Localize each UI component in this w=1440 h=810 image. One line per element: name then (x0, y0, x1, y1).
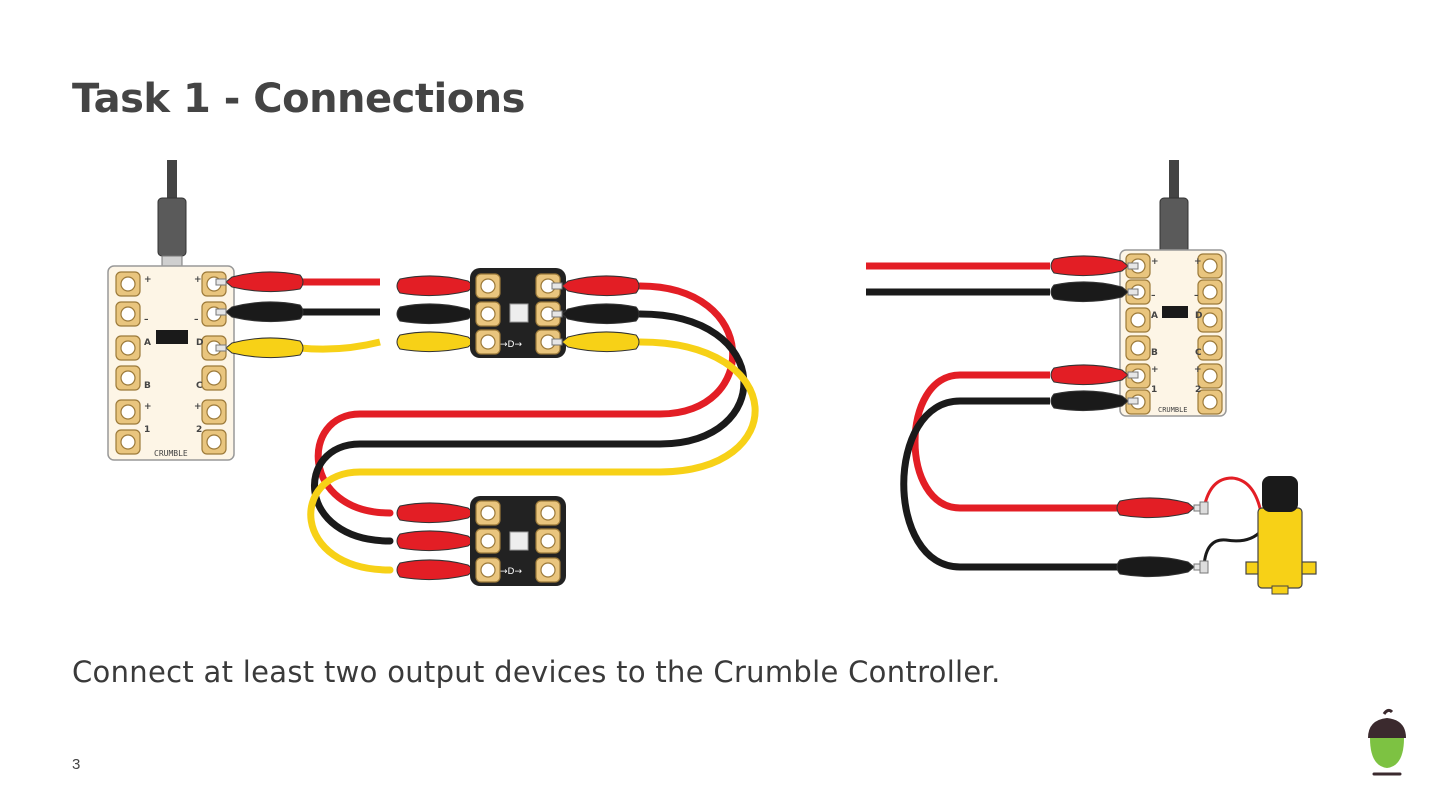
slide-title: Task 1 - Connections (72, 76, 525, 122)
pin-label: – (194, 315, 199, 325)
pin-label: 2 (1195, 385, 1201, 395)
pin-label: + (1194, 257, 1202, 267)
pin-label: B (144, 381, 151, 391)
pin-label: 1 (1151, 385, 1157, 395)
pin-label: + (1151, 365, 1159, 375)
sparkle-led-2: →D→ (470, 496, 566, 586)
pin-label: – (1151, 291, 1156, 301)
dc-motor (1245, 476, 1317, 595)
pin-label: + (194, 402, 202, 412)
board-name-label: CRUMBLE (154, 449, 188, 458)
pin-label: C (196, 381, 203, 391)
pin-label: A (1151, 311, 1158, 321)
pin-label: + (194, 275, 202, 285)
pin-label: C (1195, 348, 1202, 358)
pin-label: + (1151, 257, 1159, 267)
pin-label: – (1194, 291, 1199, 301)
slide-caption: Connect at least two output devices to t… (72, 655, 1001, 689)
crumble-controller-right: + – A B + 1 + – D C + 2 CRUMBLE (1119, 249, 1227, 417)
sparkle-data-label: →D→ (500, 340, 522, 350)
board-name-label: CRUMBLE (1158, 406, 1188, 414)
pin-label: 1 (144, 425, 150, 435)
wire-black-long (311, 310, 748, 545)
page-number: 3 (72, 756, 81, 773)
pin-label: 2 (196, 425, 202, 435)
connections-diagram: + – A B + 1 + – D C + 2 CRUMBLE →D→ (107, 159, 1317, 595)
wire-yellow-long (307, 338, 759, 574)
pin-label: D (1195, 311, 1202, 321)
pin-label: – (144, 315, 149, 325)
pin-label: + (144, 275, 152, 285)
sparkle-led-1: →D→ (470, 268, 566, 358)
pin-label: D (196, 338, 203, 348)
acorn-logo-icon (1368, 708, 1406, 776)
pin-label: B (1151, 348, 1158, 358)
wire-black-motor (900, 397, 1120, 571)
sparkle-data-label: →D→ (500, 567, 522, 577)
pin-label: + (1194, 365, 1202, 375)
wire-red-motor (911, 371, 1120, 512)
pin-label: A (144, 338, 151, 348)
crumble-controller-left: + – A B + 1 + – D C + 2 CRUMBLE (107, 265, 235, 461)
pin-label: + (144, 402, 152, 412)
